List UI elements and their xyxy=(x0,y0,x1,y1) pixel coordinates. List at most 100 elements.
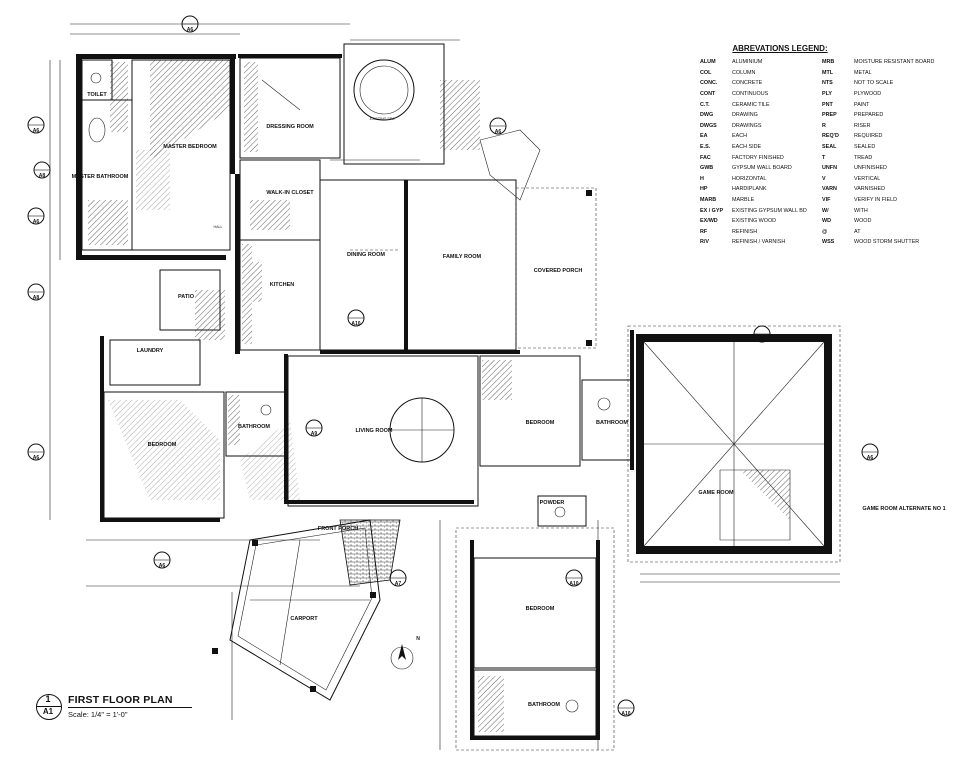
legend-code: FAC xyxy=(700,154,711,161)
legend-description: GYPSUM WALL BOARD xyxy=(732,165,792,172)
marker-label: A6 xyxy=(33,219,40,225)
section-marker: A10 xyxy=(617,699,635,717)
kitchen-dining-family xyxy=(235,174,597,354)
south-wing xyxy=(455,495,615,751)
legend-code: R xyxy=(822,122,826,129)
legend-code: T xyxy=(822,154,826,161)
legend-description: RISER xyxy=(854,122,871,129)
legend-description: WOOD STORM SHUTTER xyxy=(854,239,920,246)
marker-label: A10 xyxy=(351,321,360,327)
room-label-bathroom-west: BATHROOM xyxy=(238,424,270,430)
legend-row: DWGS DRAWINGS xyxy=(700,121,822,132)
legend-code: MARB xyxy=(700,197,717,204)
central-bedroom xyxy=(479,330,634,470)
legend-code: PLY xyxy=(822,91,832,98)
legend-description: COLUMN xyxy=(732,69,756,76)
legend-description: PAINT xyxy=(854,101,870,108)
svg-text:N: N xyxy=(416,636,420,642)
room-label-hall: HALL xyxy=(214,225,223,229)
section-marker: A6 xyxy=(27,443,45,461)
section-marker: A6 xyxy=(153,551,171,569)
legend-description: VERIFY IN FIELD xyxy=(854,197,898,204)
legend-row: GWB GYPSUM WALL BOARD xyxy=(700,163,822,174)
legend-code: PREP xyxy=(822,112,837,119)
legend-description: WOOD xyxy=(854,218,872,225)
legend-code: UNFN xyxy=(822,165,837,172)
room-label-spa: EXISTING SPA xyxy=(370,117,395,121)
legend-description: DRAWINGS xyxy=(732,122,762,129)
marker-label: A6 xyxy=(33,128,40,134)
title-detail-number: 1 xyxy=(45,694,51,704)
drawing-scale: Scale: 1/4" = 1'-0" xyxy=(68,710,128,719)
legend-code: NTS xyxy=(822,80,833,87)
legend-description: DRAWING xyxy=(732,112,758,119)
legend-row: REQ'D REQUIRED xyxy=(822,131,950,142)
legend-description: SEALED xyxy=(854,144,876,151)
room-label-master-bedroom: MASTER BEDROOM xyxy=(163,144,217,150)
section-marker: A8 xyxy=(33,161,51,179)
room-label-patio: PATIO xyxy=(178,294,195,300)
legend-code: VIF xyxy=(822,197,831,204)
marker-label: A6 xyxy=(33,455,40,461)
legend-description: EXISTING GYPSUM WALL BD xyxy=(732,207,807,214)
room-label-game-room: GAME ROOM xyxy=(698,490,734,496)
room-label-bedroom-west: BEDROOM xyxy=(148,442,177,448)
legend-description: UNFINISHED xyxy=(854,165,887,172)
room-label-laundry: LAUNDRY xyxy=(137,348,164,354)
marker-label: A6 xyxy=(495,129,502,135)
legend-code: REQ'D xyxy=(822,133,839,140)
marker-label: A10 xyxy=(621,711,630,717)
legend-row: T TREAD xyxy=(822,152,950,163)
legend-description: REQUIRED xyxy=(854,133,883,140)
legend-description: WITH xyxy=(854,207,868,214)
legend-code: GWB xyxy=(700,165,714,172)
legend-description: FACTORY FINISHED xyxy=(732,154,784,161)
legend-code: DWGS xyxy=(700,122,717,129)
legend-description: CONCRETE xyxy=(732,80,763,87)
legend-code: EX / GYP xyxy=(700,207,724,214)
marker-label: A7 xyxy=(759,337,766,343)
legend-row: UNFN UNFINISHED xyxy=(822,163,950,174)
room-label-front-porch: FRONT PORCH xyxy=(318,526,358,532)
drawing-title: FIRST FLOOR PLAN xyxy=(68,694,173,706)
legend-description: REFINISH xyxy=(732,228,758,235)
legend-description: CERAMIC TILE xyxy=(732,101,770,108)
section-markers: A6 A8 A6 A8 A6 A6 A6 xyxy=(27,15,879,717)
legend-code: CONT xyxy=(700,91,716,98)
marker-label: A9 xyxy=(311,431,318,437)
dressing-area xyxy=(238,54,342,241)
legend-code: RF xyxy=(700,228,708,235)
master-wing xyxy=(76,54,236,260)
legend-description: TREAD xyxy=(854,154,873,161)
marker-label: A6 xyxy=(187,27,194,33)
front-porch-carport xyxy=(212,519,401,701)
section-marker: A10 xyxy=(347,309,365,327)
marker-label: A6 xyxy=(159,563,166,569)
legend-description: CONTINUOUS xyxy=(732,91,769,98)
room-label-game-room-alternate: GAME ROOM ALTERNATE NO 1 xyxy=(862,506,945,512)
room-labels: TOILET MASTER BATHROOM MASTER BEDROOM DR… xyxy=(72,92,946,708)
legend-row: EX / GYP EXISTING GYPSUM WALL BD xyxy=(700,205,822,216)
legend-row: R RISER xyxy=(822,121,950,132)
legend-code: COL xyxy=(700,69,712,76)
legend-code: EA xyxy=(700,133,708,140)
room-label-dressing-room: DRESSING ROOM xyxy=(266,124,314,130)
legend-code: H xyxy=(700,175,704,182)
title-detail-circle xyxy=(36,694,62,720)
legend-row: C.T.CERAMIC TILE xyxy=(700,99,822,110)
legend-row: COL COLUMN xyxy=(700,68,822,79)
room-label-carport: CARPORT xyxy=(290,616,318,622)
legend-row: VIF VERIFY IN FIELD xyxy=(822,195,950,206)
legend-description: EXISTING WOOD xyxy=(732,218,777,225)
